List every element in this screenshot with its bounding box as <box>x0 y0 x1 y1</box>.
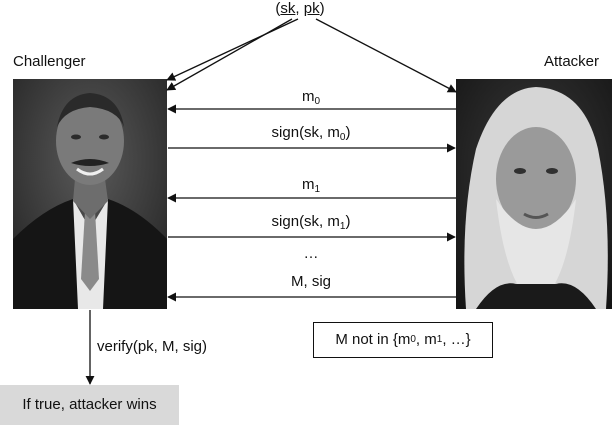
message-sign-m1: sign(sk, m1) <box>271 213 351 232</box>
challenger-label: Challenger <box>13 53 86 70</box>
message-forgery: M, sig <box>290 273 332 290</box>
attacker-label: Attacker <box>544 53 600 70</box>
result-box: If true, attacker wins <box>0 385 179 425</box>
key-arrow-challenger-1 <box>166 18 299 81</box>
verify-label: verify(pk, M, sig) <box>97 338 208 355</box>
message-sign-m0: sign(sk, m0) <box>271 124 351 143</box>
pk-label: pk <box>303 0 320 17</box>
message-m1: m1 <box>301 176 321 195</box>
message-m0: m0 <box>301 88 321 107</box>
keypair-label: (sk, pk) <box>275 0 325 17</box>
message-ellipsis: … <box>303 245 319 262</box>
key-arrow-challenger-2 <box>166 18 293 91</box>
challenger-photo <box>13 79 167 309</box>
key-arrow-attacker <box>315 18 457 93</box>
attacker-photo <box>456 79 612 309</box>
sk-label: sk <box>280 0 296 17</box>
